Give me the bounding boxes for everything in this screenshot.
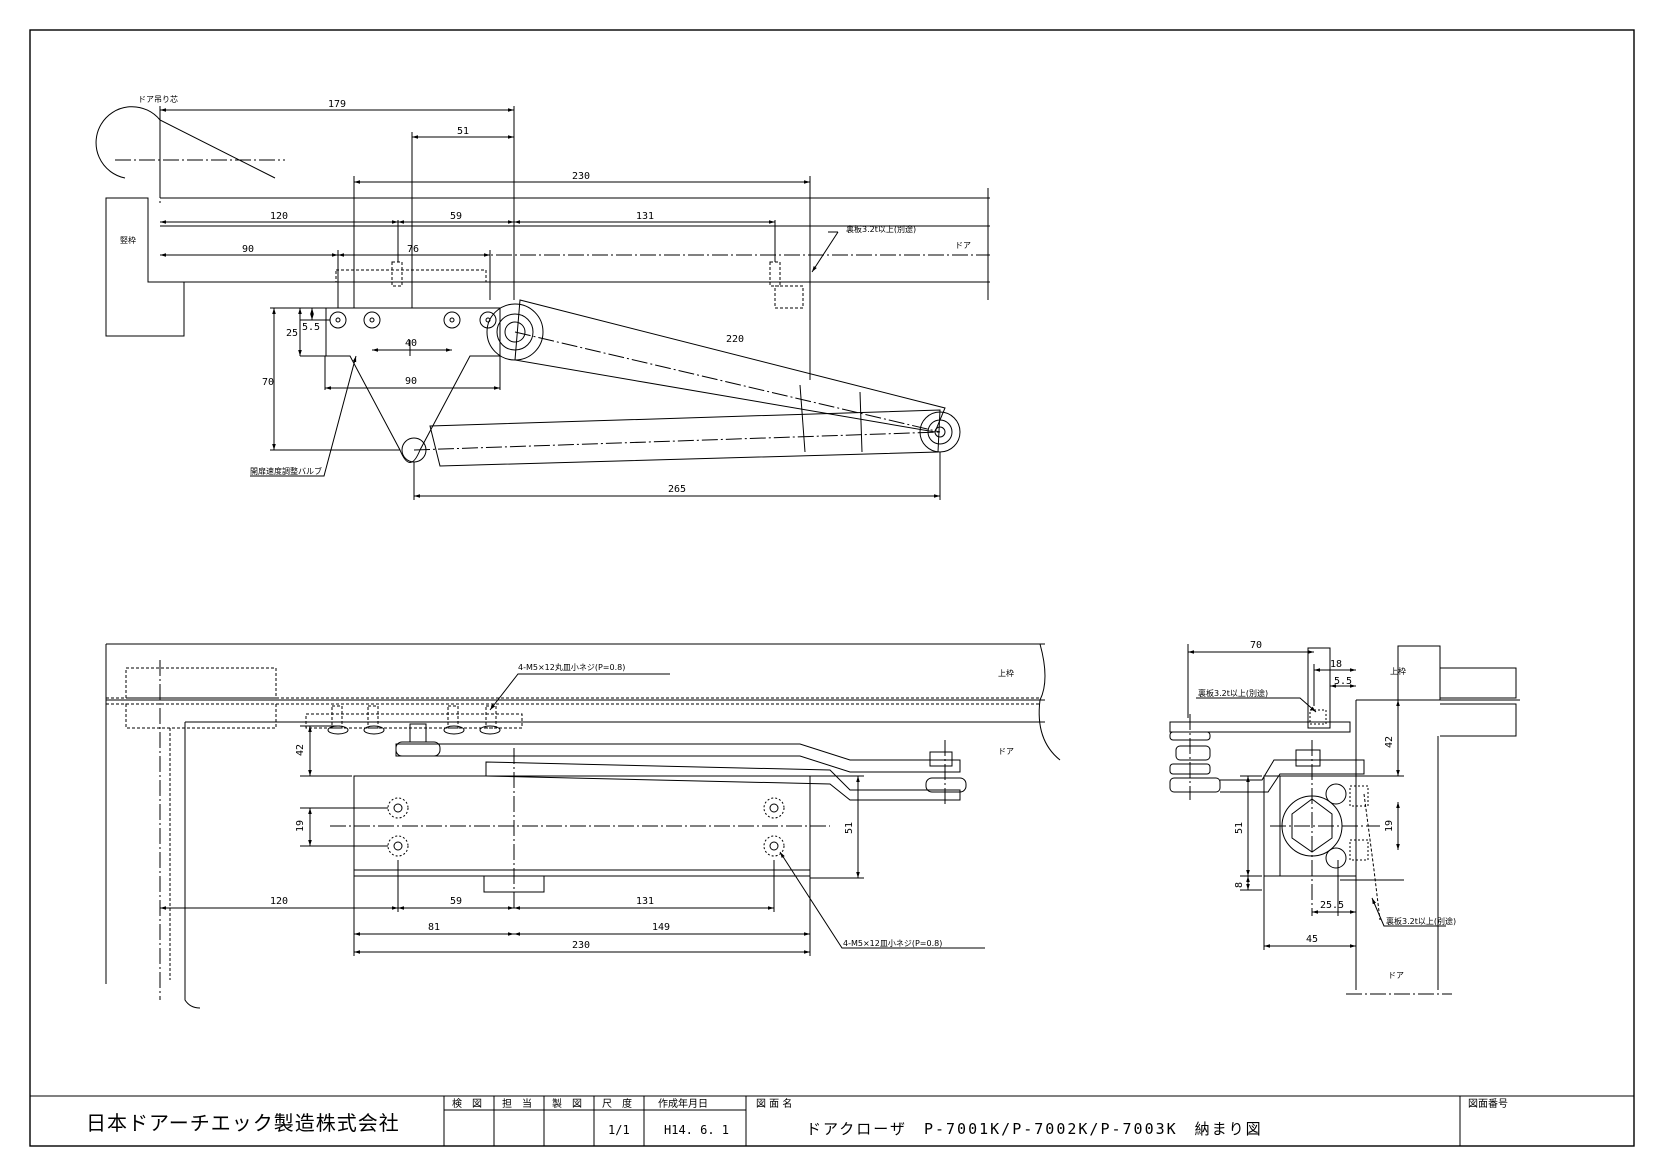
dim-front-149: 149 bbox=[652, 922, 670, 933]
dim-side-42: 42 bbox=[1384, 736, 1395, 748]
dim-179: 179 bbox=[328, 99, 346, 110]
dim-side-8: 8 bbox=[1234, 882, 1245, 888]
header-check: 検 図 bbox=[452, 1097, 482, 1110]
label-door: ドア bbox=[955, 241, 971, 250]
door-pivot-arc bbox=[95, 106, 276, 179]
top-view-text: ドア吊り芯 竪枠 ドア 裏板3.2t以上(別途) 開扉速度調整バルブ 179 5… bbox=[120, 94, 971, 495]
label-side-door: ドア bbox=[1388, 971, 1404, 980]
dim-side-5-5: 5.5 bbox=[1334, 676, 1352, 687]
front-view-text: 4-M5×12丸皿小ネジ(P=0.8) 4-M5×12皿小ネジ(P=0.8) 上… bbox=[270, 662, 1014, 951]
company-name: 日本ドアーチエック製造株式会社 bbox=[86, 1111, 400, 1135]
dim-side-70: 70 bbox=[1250, 640, 1262, 651]
scale-value: 1/1 bbox=[608, 1123, 630, 1137]
dim-front-59: 59 bbox=[450, 896, 462, 907]
front-view bbox=[105, 643, 1061, 1009]
dim-side-18: 18 bbox=[1330, 659, 1342, 670]
label-valve: 開扉速度調整バルブ bbox=[250, 466, 322, 476]
dim-25: 25 bbox=[286, 328, 298, 339]
side-view-text: 裏板3.2t以上(別途) 裏板3.2t以上(別途) 上枠 ドア 70 18 5.… bbox=[1198, 640, 1456, 980]
header-date: 作成年月日 bbox=[658, 1097, 708, 1110]
header-scale: 尺 度 bbox=[602, 1097, 632, 1110]
dim-230: 230 bbox=[572, 171, 590, 182]
label-jamb: 竪枠 bbox=[120, 235, 136, 245]
top-view bbox=[95, 106, 990, 500]
dim-70: 70 bbox=[262, 377, 274, 388]
drawing-title: ドアクローザ P-7001K/P-7002K/P-7003K 納まり図 bbox=[806, 1120, 1263, 1138]
dim-90b: 90 bbox=[405, 376, 417, 387]
dim-265: 265 bbox=[668, 484, 686, 495]
dim-side-45: 45 bbox=[1306, 934, 1318, 945]
dim-76: 76 bbox=[407, 244, 419, 255]
dim-220: 220 bbox=[726, 334, 744, 345]
dim-front-230: 230 bbox=[572, 940, 590, 951]
dim-side-25-5: 25.5 bbox=[1320, 900, 1344, 911]
title-block bbox=[30, 1095, 1634, 1146]
title-block-text: 日本ドアーチエック製造株式会社 検 図 担 当 製 図 尺 度 作成年月日 図 … bbox=[86, 1097, 1508, 1138]
dim-5-5: 5.5 bbox=[302, 322, 320, 333]
jamb-profile bbox=[105, 197, 185, 337]
header-charge: 担 当 bbox=[502, 1097, 532, 1110]
label-backing-plate: 裏板3.2t以上(別途) bbox=[846, 224, 916, 234]
label-screws-top: 4-M5×12丸皿小ネジ(P=0.8) bbox=[518, 662, 625, 672]
dim-51: 51 bbox=[457, 126, 469, 137]
header-drawing-name: 図 面 名 bbox=[756, 1097, 792, 1110]
side-view bbox=[1169, 644, 1520, 995]
dim-front-51: 51 bbox=[844, 822, 855, 834]
date-value: H14. 6. 1 bbox=[664, 1123, 729, 1137]
front-arm bbox=[395, 743, 961, 773]
label-door-front: ドア bbox=[998, 747, 1014, 756]
dim-front-120: 120 bbox=[270, 896, 288, 907]
label-head: 上枠 bbox=[998, 668, 1014, 678]
label-door-pivot: ドア吊り芯 bbox=[138, 94, 178, 104]
dim-120: 120 bbox=[270, 211, 288, 222]
dim-front-42: 42 bbox=[295, 744, 306, 756]
dim-front-131: 131 bbox=[636, 896, 654, 907]
dim-90: 90 bbox=[242, 244, 254, 255]
dim-131: 131 bbox=[636, 211, 654, 222]
dim-40: 40 bbox=[405, 338, 417, 349]
label-side-backing-top: 裏板3.2t以上(別途) bbox=[1198, 688, 1268, 698]
dim-front-81: 81 bbox=[428, 922, 440, 933]
dim-side-51: 51 bbox=[1234, 822, 1245, 834]
dim-side-19: 19 bbox=[1384, 820, 1395, 832]
header-drawing-number: 図面番号 bbox=[1468, 1098, 1508, 1110]
header-drafting: 製 図 bbox=[552, 1097, 582, 1110]
label-screws-bottom: 4-M5×12皿小ネジ(P=0.8) bbox=[843, 939, 942, 948]
label-side-backing-bottom: 裏板3.2t以上(別途) bbox=[1386, 916, 1456, 926]
dim-59: 59 bbox=[450, 211, 462, 222]
dim-front-19: 19 bbox=[295, 820, 306, 832]
label-side-head: 上枠 bbox=[1390, 666, 1406, 676]
drawing-border bbox=[29, 29, 1635, 1147]
forearm bbox=[429, 409, 941, 467]
